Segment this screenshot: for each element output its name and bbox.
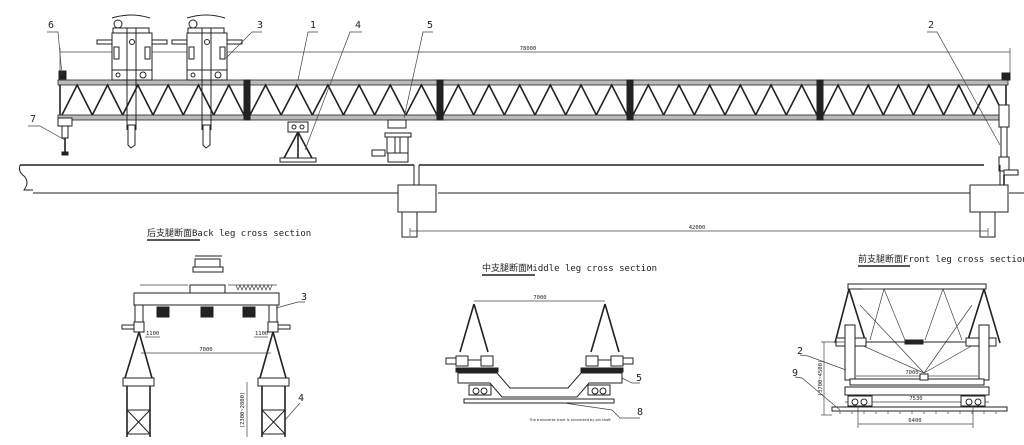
dimension-text-42000: 42000 xyxy=(689,225,706,231)
truss-diagonal xyxy=(182,83,215,116)
middle-leg-title: 中支腿断面Middle leg cross section xyxy=(482,262,657,274)
truss-diagonal xyxy=(152,83,185,116)
dim-back-1100-right: 1100 xyxy=(255,331,268,337)
dim-back-height: (2300~2800) xyxy=(240,392,246,428)
crane-trolley-2 xyxy=(171,14,243,149)
truss-diagonal xyxy=(342,83,376,116)
dim-back-1100-left: 1100 xyxy=(146,331,159,337)
middle-note: The transverse track is connected by pin… xyxy=(528,418,611,422)
middle-leg-5 xyxy=(371,119,412,163)
truss-diagonal xyxy=(595,83,628,116)
dim-middle-7000: 7000 xyxy=(533,295,546,301)
truss-diagonal xyxy=(405,83,438,116)
back-leg-section: 后支腿断面Back leg cross section xyxy=(121,227,311,437)
main-truss-girder xyxy=(57,79,1009,121)
truss-diagonal xyxy=(912,83,945,116)
middle-leg-section: 中支腿断面Middle leg cross section 7000 5 8 xyxy=(445,262,657,422)
truss-diagonal xyxy=(91,83,124,116)
truss-diagonal xyxy=(822,83,854,116)
callout-1: 1 xyxy=(310,20,316,31)
girder-joint xyxy=(626,79,634,121)
truss-diagonal xyxy=(564,83,598,116)
dim-front-7000: 7000 xyxy=(905,370,918,376)
callout-4: 4 xyxy=(355,20,361,31)
callout-6: 6 xyxy=(48,20,54,31)
callout-2: 2 xyxy=(928,20,934,31)
girder-joint xyxy=(243,79,251,121)
truss-diagonal xyxy=(249,83,282,116)
back-support-leg-7 xyxy=(57,117,73,156)
front-leg-title: 前支腿断面Front leg cross section xyxy=(858,253,1024,265)
callout-5: 5 xyxy=(427,20,433,31)
truss-web-members xyxy=(61,83,1005,116)
truss-diagonal xyxy=(785,83,818,116)
truss-diagonal xyxy=(852,83,885,116)
truss-diagonal xyxy=(121,83,154,116)
front-leg-section: 前支腿断面Front leg cross section 7000 7530 xyxy=(792,253,1024,428)
truss-diagonal xyxy=(942,83,975,116)
truss-diagonal xyxy=(442,83,475,116)
elevation-view: 78000 xyxy=(19,14,1024,238)
truss-diagonal xyxy=(311,83,345,116)
dim-front-height: (3700~4500) xyxy=(818,360,824,396)
truss-diagonal xyxy=(61,83,94,116)
truss-diagonal xyxy=(662,83,696,116)
dimension-text-78000: 78000 xyxy=(520,46,537,52)
girder-joint xyxy=(436,79,444,121)
truss-diagonal xyxy=(632,83,665,116)
truss-diagonal xyxy=(212,83,245,116)
girder-joint xyxy=(816,79,824,121)
back-callout-3: 3 xyxy=(301,292,307,303)
middle-callout-8: 8 xyxy=(637,407,643,418)
callout-3: 3 xyxy=(257,20,263,31)
truss-diagonal xyxy=(754,83,788,116)
dim-front-7530: 7530 xyxy=(909,396,922,402)
back-leg-title: 后支腿断面Back leg cross section xyxy=(147,227,311,239)
end-stop-6 xyxy=(58,70,67,80)
middle-support-leg-4 xyxy=(279,121,317,163)
crane-trolley-1 xyxy=(96,14,168,149)
dim-front-6400: 6400 xyxy=(908,418,921,424)
callout-7: 7 xyxy=(30,114,36,125)
truss-diagonal xyxy=(280,83,314,116)
middle-callout-5: 5 xyxy=(636,373,642,384)
dim-back-7000: 7000 xyxy=(199,347,212,353)
callout-leaders: 6 7 3 1 4 5 2 xyxy=(28,20,1001,151)
truss-diagonal xyxy=(503,83,536,116)
back-leg-tower-right xyxy=(261,386,286,437)
dimension-span: 42000 xyxy=(409,225,989,236)
pier-right xyxy=(969,184,1009,238)
front-leg-2 xyxy=(998,72,1019,185)
back-leg-tower-left xyxy=(126,386,151,437)
truss-diagonal xyxy=(373,83,407,116)
truss-diagonal xyxy=(534,83,567,116)
bridge-deck xyxy=(19,164,1024,194)
front-callout-9: 9 xyxy=(792,368,798,379)
truss-diagonal xyxy=(693,83,726,116)
pier-left xyxy=(397,184,437,238)
front-callout-2: 2 xyxy=(797,346,803,357)
back-callout-4: 4 xyxy=(298,393,304,404)
truss-diagonal xyxy=(882,83,915,116)
truss-diagonal xyxy=(724,83,757,116)
truss-diagonal xyxy=(472,83,506,116)
